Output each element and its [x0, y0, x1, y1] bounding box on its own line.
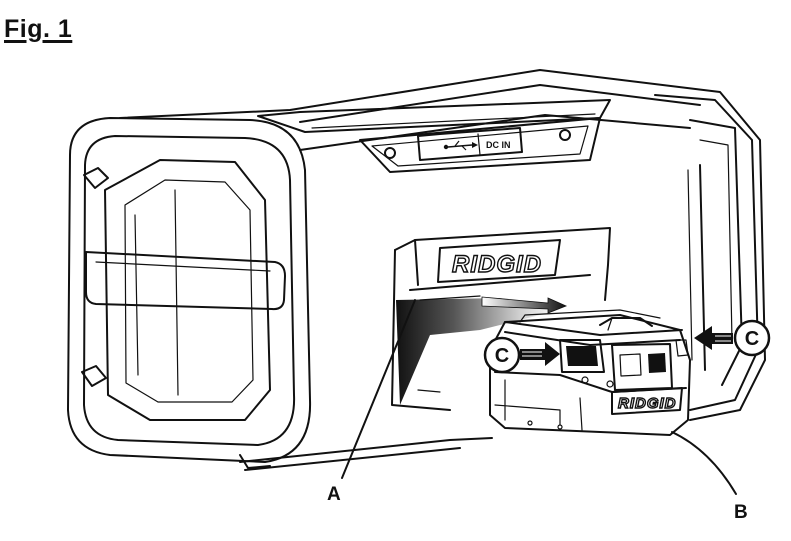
figure-title: Fig. 1 [4, 15, 73, 43]
left-end-cap [67, 117, 312, 469]
callout-c-left: C [483, 336, 560, 374]
callout-c-left-label: C [495, 345, 509, 367]
battery-cavity: RIDGID [391, 227, 611, 411]
insert-arrow [481, 296, 568, 314]
port-panel: DC IN [359, 117, 601, 173]
arrow-left-icon [694, 326, 733, 350]
battery-pack: RIDGID [489, 309, 691, 436]
callout-c-right: C [694, 319, 771, 357]
brand-logo-battery: RIDGID [618, 395, 677, 412]
leader-line-a [341, 299, 416, 479]
dc-in-label: DC IN [486, 140, 511, 150]
leader-line-b [671, 431, 737, 495]
callout-c-right-label: C [745, 328, 759, 350]
callout-a-label: A [327, 484, 341, 505]
brand-logo-top: RIDGID [452, 251, 542, 278]
callout-b-label: B [734, 502, 748, 523]
arrow-right-icon [520, 342, 560, 366]
usb-icon [443, 140, 478, 151]
